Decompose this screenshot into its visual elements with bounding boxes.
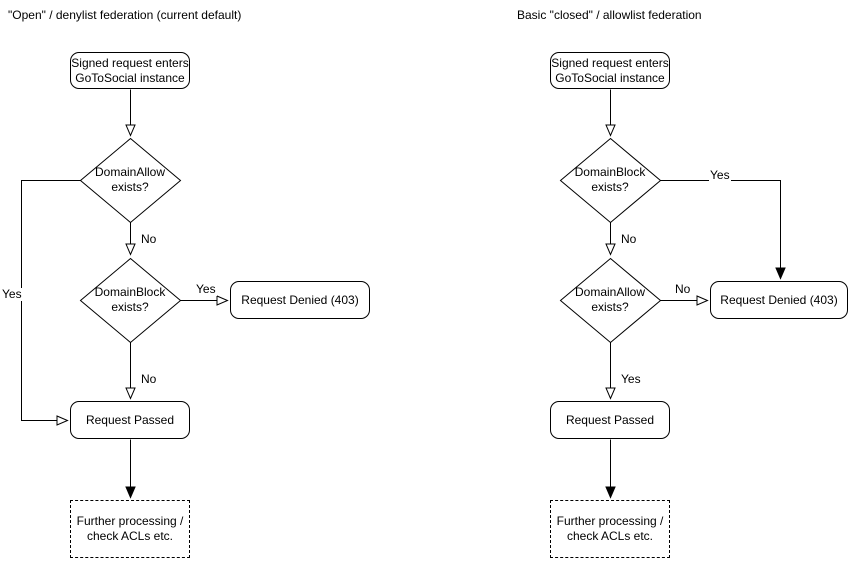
right-denied-node: Request Denied (403) <box>710 281 848 319</box>
left-denied-node: Request Denied (403) <box>230 281 370 319</box>
left-arrow-yes-branch-to-passed <box>21 180 81 426</box>
right-edge-label-yes-bottom: Yes <box>620 372 642 386</box>
right-decision-top-diamond <box>559 137 662 224</box>
left-further-node: Further processing / check ACLs etc. <box>70 500 190 558</box>
left-chart-title: "Open" / denylist federation (current de… <box>8 8 242 22</box>
right-edge-label-yes-top: Yes <box>709 168 731 182</box>
right-edge-label-no-top: No <box>620 232 638 246</box>
right-further-node: Further processing / check ACLs etc. <box>550 500 670 558</box>
left-passed-node: Request Passed <box>70 401 190 439</box>
right-edge-label-no-denied: No <box>674 282 692 296</box>
left-edge-label-yes-denied: Yes <box>195 282 217 296</box>
left-decision-top-diamond <box>79 137 182 224</box>
left-start-node: Signed request enters GoToSocial instanc… <box>70 52 190 89</box>
right-passed-node: Request Passed <box>550 401 670 439</box>
left-decision-bottom-diamond <box>79 257 182 344</box>
right-arrow-yes-branch-to-denied <box>660 180 786 280</box>
right-start-node: Signed request enters GoToSocial instanc… <box>550 52 670 89</box>
left-edge-label-no-bottom: No <box>140 372 158 386</box>
right-decision-bottom-diamond <box>559 257 662 344</box>
right-chart-title: Basic "closed" / allowlist federation <box>517 8 702 22</box>
left-edge-label-yes-branch: Yes <box>1 287 23 301</box>
left-edge-label-no-top: No <box>140 232 158 246</box>
